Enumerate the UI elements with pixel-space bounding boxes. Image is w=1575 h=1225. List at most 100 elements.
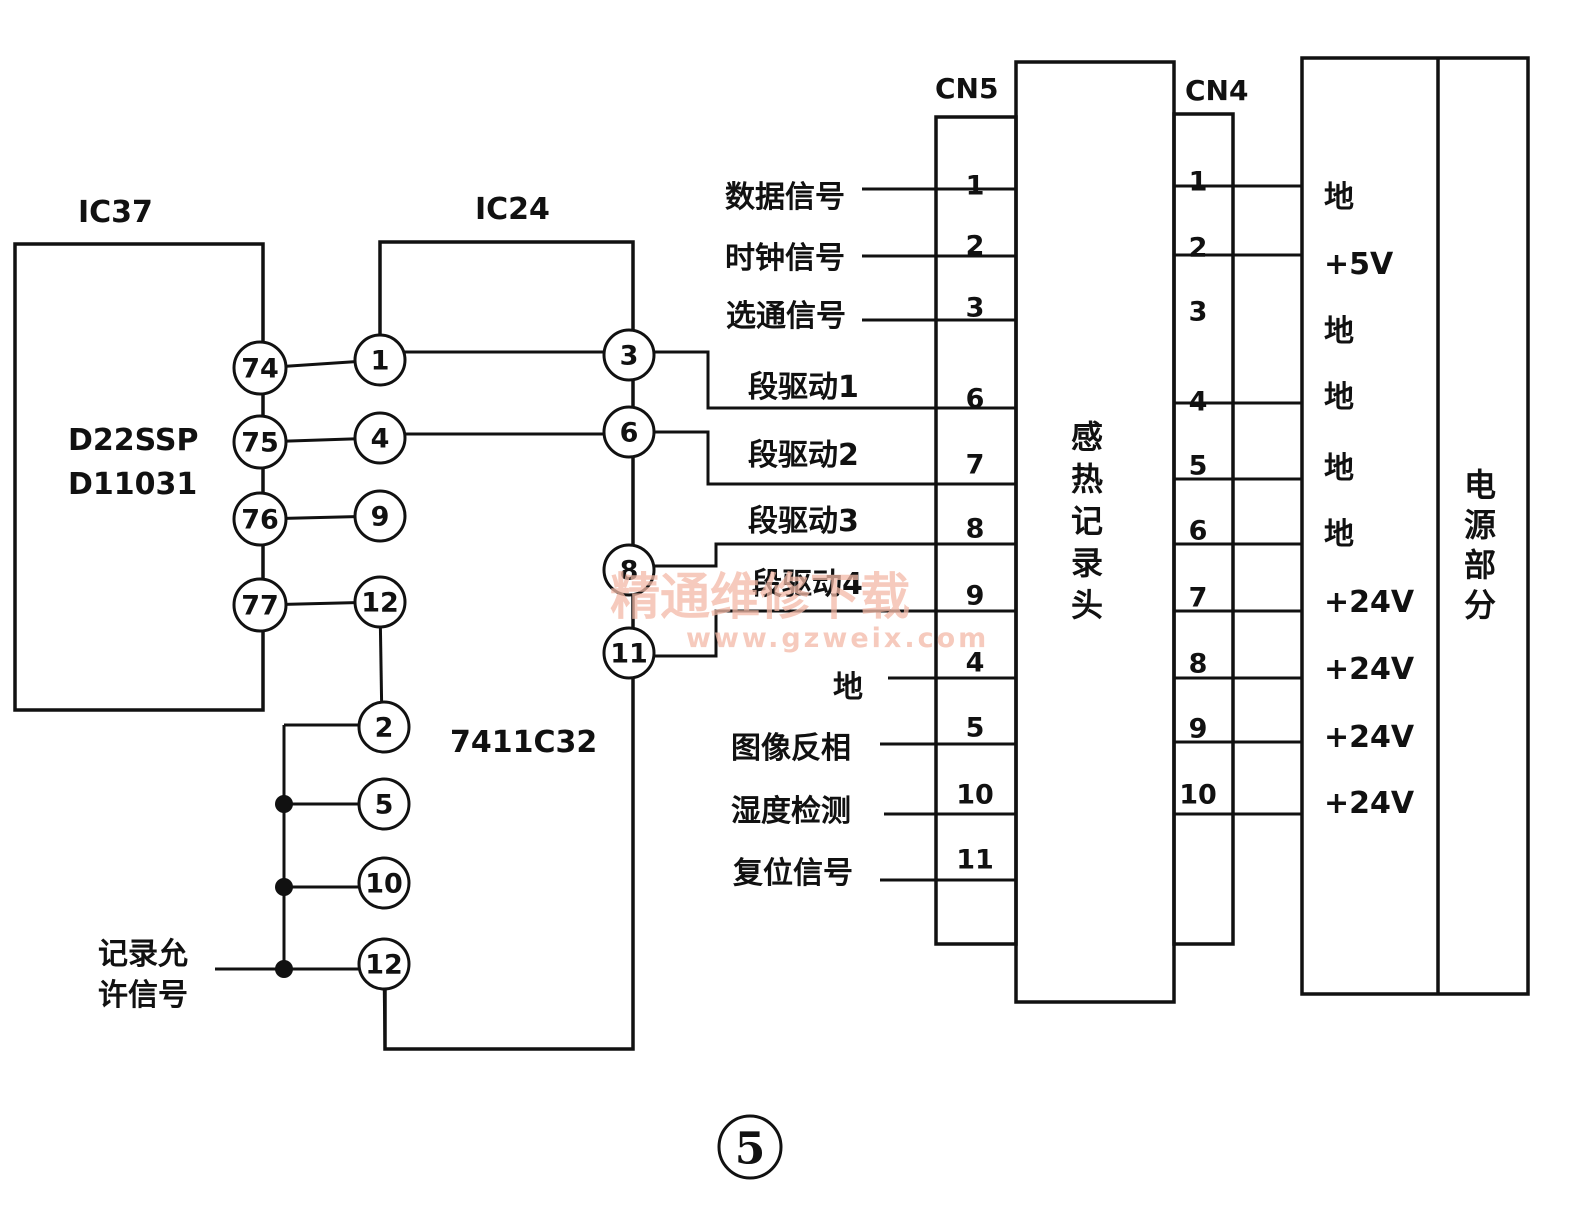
cn5-signal-label: 地 (833, 670, 863, 705)
thermal-head-char: 记 (1071, 502, 1103, 540)
ic24-pin-3-number: 3 (620, 341, 639, 372)
wire (629, 350, 938, 410)
ic24-pin-6 (602, 405, 656, 459)
cn4-signal-label: 地 (1324, 380, 1354, 415)
diagram-marks: IC37D22SSPD11031IC247411C32记录允许信号CN51数据信… (13, 56, 1530, 1180)
cn4-pin: 3 (1189, 297, 1208, 328)
ic24-label: IC24 (475, 192, 550, 227)
ic37-part-line1: D22SSP (68, 423, 199, 458)
cn5-pin: 11 (956, 845, 994, 876)
cn5-pin: 1 (966, 171, 985, 202)
thermal-head-char: 感 (1071, 418, 1103, 456)
thermal-head-char: 热 (1071, 460, 1103, 498)
power-unit-char: 源 (1464, 506, 1496, 544)
cn4-signal-label: 地 (1324, 517, 1354, 552)
ic37-pin-75 (232, 414, 288, 470)
wire (629, 430, 938, 486)
cn5-signal-label: 段驱动4 (752, 567, 863, 602)
thermal-head-char: 录 (1071, 544, 1103, 582)
enable-signal-line2: 许信号 (98, 978, 188, 1013)
cn4-pin: 5 (1189, 451, 1208, 482)
cn5-pin: 3 (966, 293, 985, 324)
cn4-signal-label: +24V (1324, 652, 1415, 687)
cn5-signal-label: 湿度检测 (731, 794, 851, 829)
wire (629, 542, 938, 568)
ic24-pin-9-number: 9 (371, 502, 390, 533)
ic37-box (13, 242, 265, 712)
cn5-pin: 4 (966, 648, 985, 679)
ic37-pin-74-number: 74 (241, 354, 279, 385)
cn4-signal-label: 地 (1324, 451, 1354, 486)
ic24-pin-8-number: 8 (620, 556, 639, 587)
junction-dot (275, 878, 293, 896)
ic24-box (378, 240, 635, 1051)
ic24-pin-11 (602, 626, 656, 680)
cn5-label: CN5 (935, 72, 998, 105)
cn4-pin: 8 (1189, 649, 1208, 680)
ic24-pin-12-number: 12 (365, 950, 403, 981)
ic37-part-line2: D11031 (68, 467, 197, 502)
cn5-pin: 7 (966, 450, 985, 481)
cn5-signal-label: 复位信号 (733, 856, 853, 891)
figure-number: 5 (735, 1124, 766, 1175)
ic24-pin-5 (357, 777, 411, 831)
cn4-pin: 2 (1189, 233, 1208, 264)
figure-number-circle (717, 1114, 783, 1180)
cn5-pin: 10 (956, 780, 994, 811)
wire (629, 609, 938, 658)
power-unit-box (1300, 56, 1530, 996)
cn4-signal-label: +24V (1324, 786, 1415, 821)
cn5-signal-label: 段驱动3 (748, 504, 859, 539)
ic24-pin-11-number: 11 (610, 639, 648, 670)
junction-dot (275, 960, 293, 978)
ic37-label: IC37 (78, 195, 153, 230)
power-unit-char: 电 (1464, 466, 1496, 504)
ic24-part-label: 7411C32 (450, 725, 597, 760)
watermark-url: www.gzweix.com (686, 623, 989, 654)
ic24-pin-12 (357, 937, 411, 991)
cn4-pin: 7 (1189, 583, 1208, 614)
ic24-pin-4-number: 4 (371, 424, 390, 455)
cn4-signal-label: +5V (1324, 247, 1394, 282)
ic24-pin-3 (602, 328, 656, 382)
cn5-signal-label: 图像反相 (731, 731, 851, 766)
junction-dot (275, 795, 293, 813)
ic37-pin-77-number: 77 (241, 591, 279, 622)
cn5-signal-label: 段驱动1 (748, 370, 859, 405)
cn5-signal-label: 选通信号 (726, 299, 846, 334)
ic37-pin-76 (232, 491, 288, 547)
cn5-pin: 5 (966, 713, 985, 744)
ic24-pin-10 (357, 856, 411, 910)
ic24-pin-12-number: 12 (361, 588, 399, 619)
cn4-pin: 4 (1189, 387, 1208, 418)
cn4-pin: 9 (1189, 714, 1208, 745)
cn4-pin: 10 (1179, 780, 1217, 811)
power-unit-char: 部 (1464, 546, 1496, 584)
cn4-box (1172, 112, 1235, 946)
cn4-label: CN4 (1185, 74, 1248, 107)
cn5-signal-label: 段驱动2 (748, 438, 859, 473)
cn4-signal-label: 地 (1324, 180, 1354, 215)
ic24-pin-9 (353, 489, 407, 543)
ic37-pin-74 (232, 340, 288, 396)
ic24-pin-10-number: 10 (365, 869, 403, 900)
cn5-pin: 6 (966, 384, 985, 415)
enable-signal-line1: 记录允 (98, 937, 188, 972)
ic24-pin-1 (353, 333, 407, 387)
cn4-pin: 1 (1189, 167, 1208, 198)
ic37-pin-76-number: 76 (241, 505, 279, 536)
watermark-title: 精通维修下载 (610, 567, 910, 626)
ic24-pin-12 (353, 575, 407, 629)
cn5-pin: 8 (966, 514, 985, 545)
cn5-signal-label: 时钟信号 (725, 241, 845, 276)
ic24-pin-2 (357, 700, 411, 754)
cn5-pin: 9 (966, 581, 985, 612)
ic24-pin-4 (353, 411, 407, 465)
power-unit-char: 分 (1464, 586, 1496, 624)
ic37-pin-75-number: 75 (241, 428, 279, 459)
ic24-pin-8 (602, 543, 656, 597)
ic24-pin-5-number: 5 (375, 790, 394, 821)
ic24-pin-2-number: 2 (375, 713, 394, 744)
ic24-pin-6-number: 6 (620, 418, 639, 449)
ic37-pin-77 (232, 577, 288, 633)
